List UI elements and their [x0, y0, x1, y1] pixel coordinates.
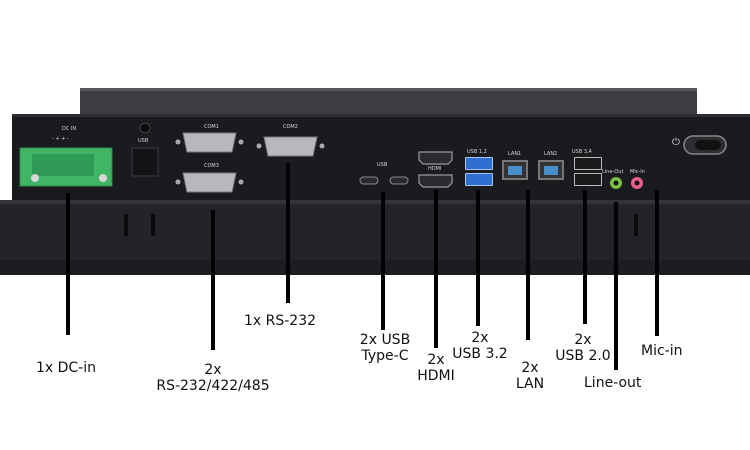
silk-com2: COM2	[283, 124, 298, 130]
callout-usb-type-c-type: Type-C	[361, 348, 409, 364]
silk-dc-in: DC IN	[62, 126, 77, 132]
leader-mic-in	[655, 190, 659, 336]
callout-rs232-485-type: RS-232/422/485	[156, 378, 270, 394]
silk-line-out: Line-Out	[602, 169, 624, 175]
callout-rs232-422-485: 2x RS-232/422/485	[141, 362, 285, 394]
silk-dc-pins: - + + -	[52, 136, 69, 142]
callout-usb-type-c: 2x USB Type-C	[355, 332, 415, 364]
lan-port-2	[538, 160, 564, 180]
usb20-port-1	[574, 157, 602, 170]
silk-usb-type-c: USB	[377, 162, 388, 168]
callout-lan: 2x LAN	[512, 360, 548, 392]
callout-hdmi-type: HDMI	[417, 368, 455, 384]
leader-lan	[526, 190, 530, 340]
callout-hdmi: 2x HDMI	[414, 352, 458, 384]
silk-usb34: USB 3,4	[572, 149, 592, 155]
silk-com1: COM1	[204, 124, 219, 130]
callout-lan-count: 2x	[521, 360, 539, 376]
callout-hdmi-count: 2x	[427, 352, 445, 368]
callout-usb32-type: USB 3.2	[452, 346, 508, 362]
silk-lan2: LAN2	[544, 151, 558, 157]
silk-mic-in: Mic-In	[630, 169, 645, 175]
callout-usb-type-c-count: 2x USB	[359, 332, 411, 348]
callout-mic-in: Mic-in	[641, 343, 682, 359]
leader-usb-type-c	[381, 192, 385, 330]
callout-line-out-text: Line-out	[584, 375, 642, 391]
leader-line-out	[614, 202, 618, 370]
lan-port-1	[502, 160, 528, 180]
silk-usb: USB	[138, 138, 149, 144]
leader-rs232	[286, 163, 290, 303]
callout-line-out: Line-out	[584, 375, 641, 391]
silk-hdmi: HDMI	[428, 166, 442, 172]
callout-rs232-485-count: 2x	[204, 362, 222, 378]
silk-usb12: USB 1,2	[467, 149, 487, 155]
callout-lan-type: LAN	[515, 376, 545, 392]
callout-dc-in-text: 1x DC-in	[36, 360, 97, 376]
silk-com3: COM3	[204, 163, 219, 169]
leader-usb20	[583, 190, 587, 324]
power-icon: ⏻	[672, 137, 680, 148]
silk-lan1: LAN1	[508, 151, 522, 157]
leader-dc-in	[66, 193, 70, 335]
leader-usb32	[476, 190, 480, 326]
callout-usb20-type: USB 2.0	[555, 348, 611, 364]
usb32-port-2	[465, 173, 493, 186]
usb20-port-2	[574, 173, 602, 186]
callout-mic-in-text: Mic-in	[641, 343, 683, 359]
callout-rs232: 1x RS-232	[244, 313, 316, 329]
callout-usb20-count: 2x	[574, 332, 592, 348]
callout-dc-in: 1x DC-in	[36, 360, 96, 376]
leader-rs232-485	[211, 210, 215, 350]
usb32-port-1	[465, 157, 493, 170]
callout-usb20: 2x USB 2.0	[553, 332, 613, 364]
callout-usb32-count: 2x	[471, 330, 489, 346]
leader-hdmi	[434, 190, 438, 348]
callout-rs232-text: 1x RS-232	[244, 313, 317, 329]
callout-usb32: 2x USB 3.2	[452, 330, 508, 362]
